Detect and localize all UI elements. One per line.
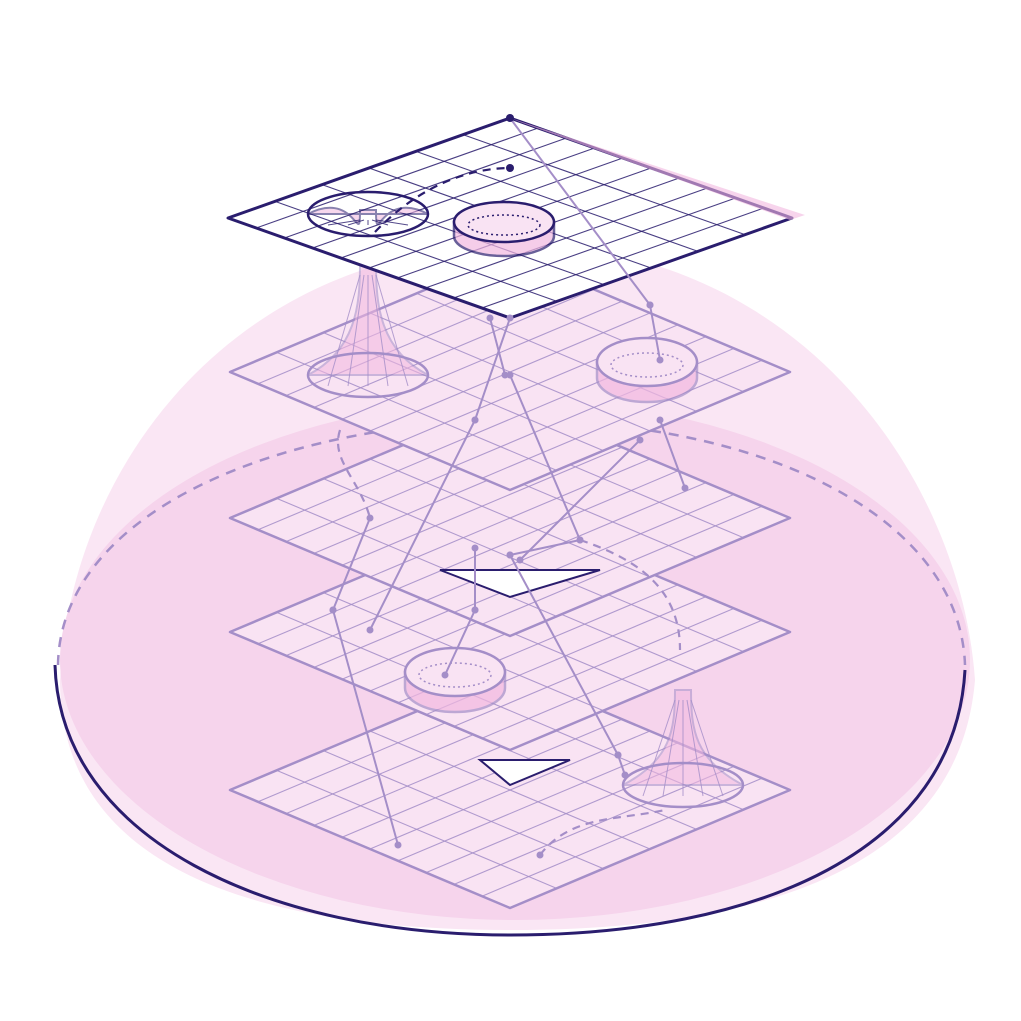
funnel-top-mouth-rib (375, 219, 409, 226)
plane-3-grid-line (481, 505, 763, 625)
plane-5-grid-line (397, 742, 679, 862)
connection-node (471, 416, 479, 424)
plane-5-grid-line (369, 730, 651, 850)
funnel-top-mouth-mouth (306, 190, 430, 238)
funnel-top-mouth-rib (347, 219, 365, 226)
disc-portal-top-holes (467, 214, 541, 236)
funnel-left-rib (375, 274, 409, 387)
disc-portal-top-top (452, 200, 556, 244)
connection-line (519, 439, 641, 561)
funnel-right-rib (642, 699, 676, 797)
connection-line (509, 554, 619, 756)
connection-node (656, 416, 664, 424)
funnel-left-rib (347, 274, 365, 387)
plane-3-grid-line (369, 458, 651, 578)
plane-1-top-grid-line (284, 137, 567, 239)
plane-1-top-grid-line (256, 127, 539, 229)
funnel-top-mouth-rib (327, 219, 361, 226)
funnel-top-mouth-rib (371, 219, 389, 226)
connection-line (474, 317, 511, 421)
connection-node (501, 371, 509, 379)
plane-4-fold (477, 759, 571, 787)
connection-line (489, 317, 506, 376)
connection-line (332, 517, 371, 611)
connection-line (659, 419, 686, 489)
connection-node (506, 371, 514, 379)
connection-node (614, 751, 622, 759)
top-node (506, 164, 514, 172)
plane-5-grid-line (341, 718, 623, 838)
disc-portal-low-left (403, 646, 507, 714)
disc-portal-mid-right-holes (610, 352, 684, 378)
disc-portal-top (452, 200, 556, 258)
connection-node (329, 606, 337, 614)
funnel-right-rib (686, 699, 704, 797)
plane-3-grid-line (341, 446, 623, 566)
plane-2-grid-line (313, 288, 595, 408)
plane-2-grid-line (481, 359, 763, 479)
plane-5 (228, 670, 792, 910)
connection-node (506, 314, 514, 322)
connection-node (394, 841, 402, 849)
plane-4-grid-line (481, 619, 763, 739)
plane-1-top-grid-line (481, 207, 764, 309)
plane-1-top-grid-line (425, 187, 708, 289)
disc-portal-low-left-holes (418, 662, 492, 688)
plane-5-grid-line (453, 765, 735, 885)
dashed-path (579, 538, 682, 651)
plane-1-top-grid-line (312, 147, 595, 249)
connection-line (509, 539, 581, 556)
connection-node (636, 436, 644, 444)
connection-node (681, 484, 689, 492)
funnel-right-rib (690, 699, 724, 797)
funnel-left-rib (327, 274, 361, 387)
dome-rim-solid (53, 664, 967, 937)
connection-line (444, 609, 476, 676)
plane-1-top-grid-line (453, 197, 736, 299)
connection-node (366, 626, 374, 634)
connection-node (506, 551, 514, 559)
connection-node (656, 356, 664, 364)
funnel-right (621, 689, 745, 809)
connection-node (366, 514, 374, 522)
connection-node (621, 771, 629, 779)
funnel-left-rib (371, 274, 389, 387)
connection-line (332, 609, 399, 846)
connection-node (536, 851, 544, 859)
funnel-right-rib (662, 699, 680, 797)
top-node (506, 114, 514, 122)
connection-line (509, 117, 651, 306)
plane-5-grid-line (481, 777, 763, 897)
plane-4-grid-line (453, 607, 735, 727)
stacked-grid-planes (226, 114, 805, 910)
dashed-path (337, 429, 372, 519)
connection-node (471, 544, 479, 552)
connection-line (617, 754, 626, 776)
plane-2-grid-line (341, 300, 623, 420)
disc-portal-mid-right (595, 336, 699, 404)
dashed-path (374, 166, 511, 233)
connection-node (471, 606, 479, 614)
connection-line (649, 304, 661, 361)
connection-node (441, 671, 449, 679)
connection-line (369, 419, 476, 631)
plane-1-highlight (510, 118, 805, 220)
connection-node (516, 556, 524, 564)
connection-node (486, 314, 494, 322)
dashed-path (539, 808, 666, 856)
connection-node (646, 301, 654, 309)
